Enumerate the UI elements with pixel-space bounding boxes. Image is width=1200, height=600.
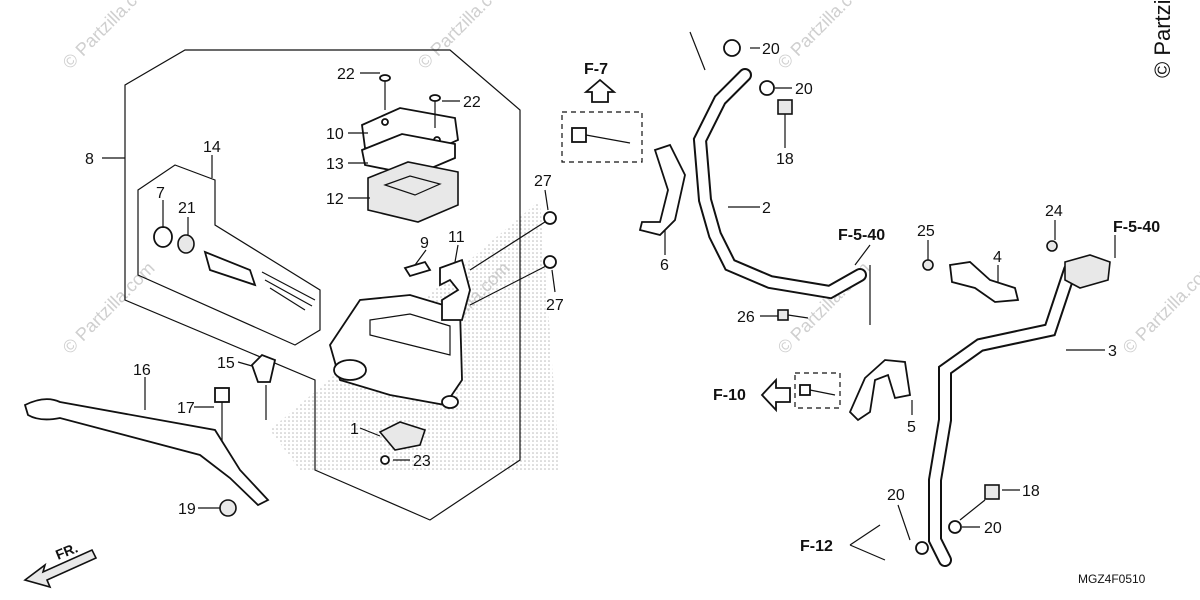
watermark-layer: © Partzilla.com © Partzilla.com © Partzi… bbox=[59, 0, 1200, 358]
callout-9: 9 bbox=[420, 235, 429, 252]
callout-20: 20 bbox=[762, 41, 780, 58]
callout-5: 5 bbox=[907, 419, 916, 436]
callout-16: 16 bbox=[133, 362, 151, 379]
reference-labels: F-7 F-5-40 F-5-40 F-10 F-12 bbox=[584, 61, 1160, 555]
callout-1: 1 bbox=[350, 421, 359, 438]
hose-end-line bbox=[689, 31, 706, 71]
holder-bolt bbox=[469, 255, 557, 306]
ref-f12: F-12 bbox=[800, 538, 833, 555]
front-arrow-icon bbox=[23, 548, 98, 589]
cap-screw bbox=[379, 74, 391, 110]
callout-8: 8 bbox=[85, 151, 94, 168]
pivot-nut bbox=[219, 499, 237, 517]
clamp-bolt bbox=[571, 127, 631, 144]
callout-19: 19 bbox=[178, 501, 196, 518]
callout-18: 18 bbox=[1022, 483, 1040, 500]
callout-10: 10 bbox=[326, 126, 344, 143]
bolt-dashed-box bbox=[561, 111, 643, 163]
diaphragm bbox=[367, 161, 459, 223]
diagram-code: MGZ4F0510 bbox=[1078, 572, 1146, 586]
callout-20: 20 bbox=[795, 81, 813, 98]
lower-brake-hose bbox=[928, 263, 1077, 567]
clamp-bolt bbox=[799, 384, 836, 396]
callout-18: 18 bbox=[776, 151, 794, 168]
callout-7: 7 bbox=[156, 185, 165, 202]
callout-27: 27 bbox=[534, 173, 552, 190]
callout-25: 25 bbox=[917, 223, 935, 240]
callout-24: 24 bbox=[1045, 203, 1063, 220]
upper-brake-hose-inner bbox=[694, 70, 865, 298]
callout-labels: 8 14 7 21 22 22 10 13 12 9 11 27 27 15 1… bbox=[85, 41, 1117, 537]
brake-lever bbox=[23, 398, 270, 507]
callout-15: 15 bbox=[217, 355, 235, 372]
sealing-washer bbox=[759, 80, 775, 96]
leader-lines bbox=[102, 47, 1116, 561]
callout-11: 11 bbox=[448, 229, 465, 246]
callout-14: 14 bbox=[203, 139, 221, 156]
copyright-label: © Partzilla bbox=[1150, 0, 1175, 78]
up-arrow-icon bbox=[583, 78, 617, 103]
bolt-dashed-box bbox=[794, 372, 841, 409]
brake-switch bbox=[378, 421, 427, 451]
hose-clamp bbox=[638, 143, 686, 236]
callout-2: 2 bbox=[762, 200, 771, 217]
oil-bolt bbox=[777, 99, 793, 128]
holder-clamp bbox=[439, 258, 471, 321]
watermark-text: © Partzilla.com bbox=[59, 0, 159, 73]
callout-21: 21 bbox=[178, 200, 196, 217]
ref-f10: F-10 bbox=[713, 387, 746, 404]
lever-clip bbox=[403, 260, 432, 278]
ref-f7: F-7 bbox=[584, 61, 608, 78]
hose-joint bbox=[1064, 254, 1111, 289]
watermark-text: © Partzilla.com bbox=[1119, 258, 1200, 358]
callout-27: 27 bbox=[546, 297, 564, 314]
lower-hose-clamp bbox=[848, 359, 912, 422]
callout-4: 4 bbox=[993, 249, 1002, 266]
callout-20: 20 bbox=[984, 520, 1002, 537]
master-cylinder-body bbox=[329, 294, 463, 409]
callout-17: 17 bbox=[177, 400, 195, 417]
cap-screw bbox=[429, 94, 441, 128]
hose-stay bbox=[949, 261, 1020, 303]
callout-20: 20 bbox=[887, 487, 905, 504]
callout-22: 22 bbox=[337, 66, 355, 83]
hose-guide-bolt bbox=[777, 309, 809, 321]
assembly-outline bbox=[124, 49, 521, 521]
callout-26: 26 bbox=[737, 309, 755, 326]
ref-f5-40: F-5-40 bbox=[838, 227, 885, 244]
callout-23: 23 bbox=[413, 453, 431, 470]
ref-f5-40: F-5-40 bbox=[1113, 219, 1160, 236]
holder-bolt bbox=[469, 211, 557, 271]
oil-bolt bbox=[959, 484, 1000, 521]
watermark-text: © Partzilla.com bbox=[774, 0, 874, 73]
stay-bolt bbox=[922, 259, 934, 271]
sealing-washer bbox=[915, 541, 929, 555]
callout-3: 3 bbox=[1108, 343, 1117, 360]
left-arrow-icon bbox=[760, 377, 791, 413]
diaphragm-plate bbox=[360, 133, 456, 176]
piston-kit-outline bbox=[137, 164, 321, 346]
callout-13: 13 bbox=[326, 156, 344, 173]
sealing-washer bbox=[723, 39, 741, 57]
pivot-bolt bbox=[214, 387, 230, 442]
callout-22: 22 bbox=[463, 94, 481, 111]
switch-screw bbox=[380, 455, 390, 465]
callout-6: 6 bbox=[660, 257, 669, 274]
pivot-boot bbox=[250, 353, 277, 383]
joint-bolt bbox=[1046, 240, 1058, 252]
lower-brake-hose-inner bbox=[930, 265, 1075, 565]
front-label: FR. bbox=[53, 539, 80, 562]
sealing-washer bbox=[948, 520, 962, 534]
callout-12: 12 bbox=[326, 191, 344, 208]
piston-kit bbox=[153, 226, 316, 311]
